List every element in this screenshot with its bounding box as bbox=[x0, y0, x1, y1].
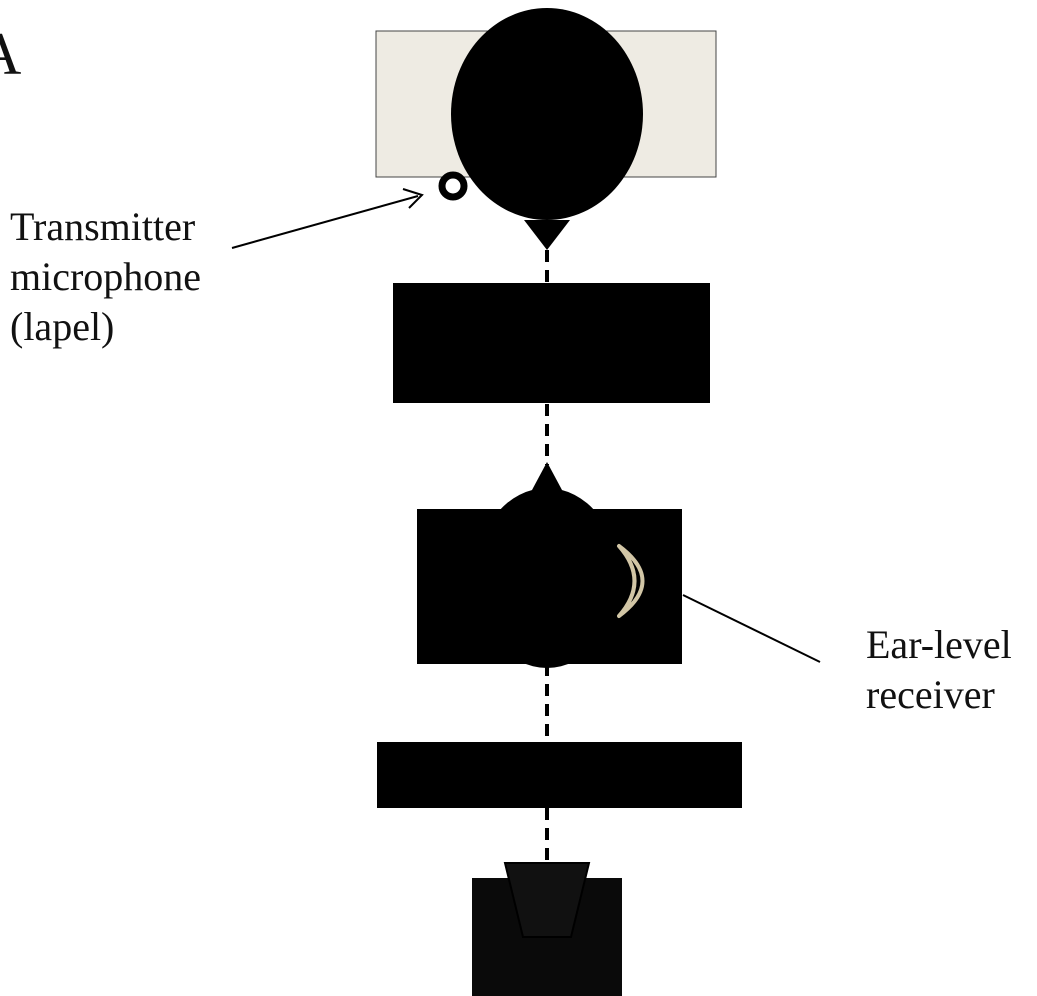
transmitter-label-line-2: microphone bbox=[10, 254, 201, 299]
panel-letter: A bbox=[0, 21, 21, 87]
bottom-device-speaker-cone bbox=[503, 862, 591, 938]
receiver-block bbox=[417, 509, 682, 664]
listener-pointer bbox=[532, 462, 562, 490]
receiver-label-line-2: receiver bbox=[866, 672, 995, 717]
receiver-leader-line bbox=[682, 594, 821, 663]
signal-block-1 bbox=[393, 283, 710, 403]
receiver-label-line-1: Ear-level bbox=[866, 622, 1012, 667]
transmitter-label-line-3: (lapel) bbox=[10, 304, 114, 349]
ear-level-receiver-icon bbox=[617, 544, 645, 618]
lapel-microphone-icon bbox=[438, 171, 468, 201]
speaker-pointer bbox=[524, 220, 570, 250]
speaker-head bbox=[451, 8, 643, 220]
transmitter-arrow bbox=[231, 195, 419, 249]
transmitter-label-line-1: Transmitter bbox=[10, 204, 195, 249]
transmitter-arrowhead bbox=[402, 188, 424, 209]
signal-block-2 bbox=[377, 742, 742, 808]
